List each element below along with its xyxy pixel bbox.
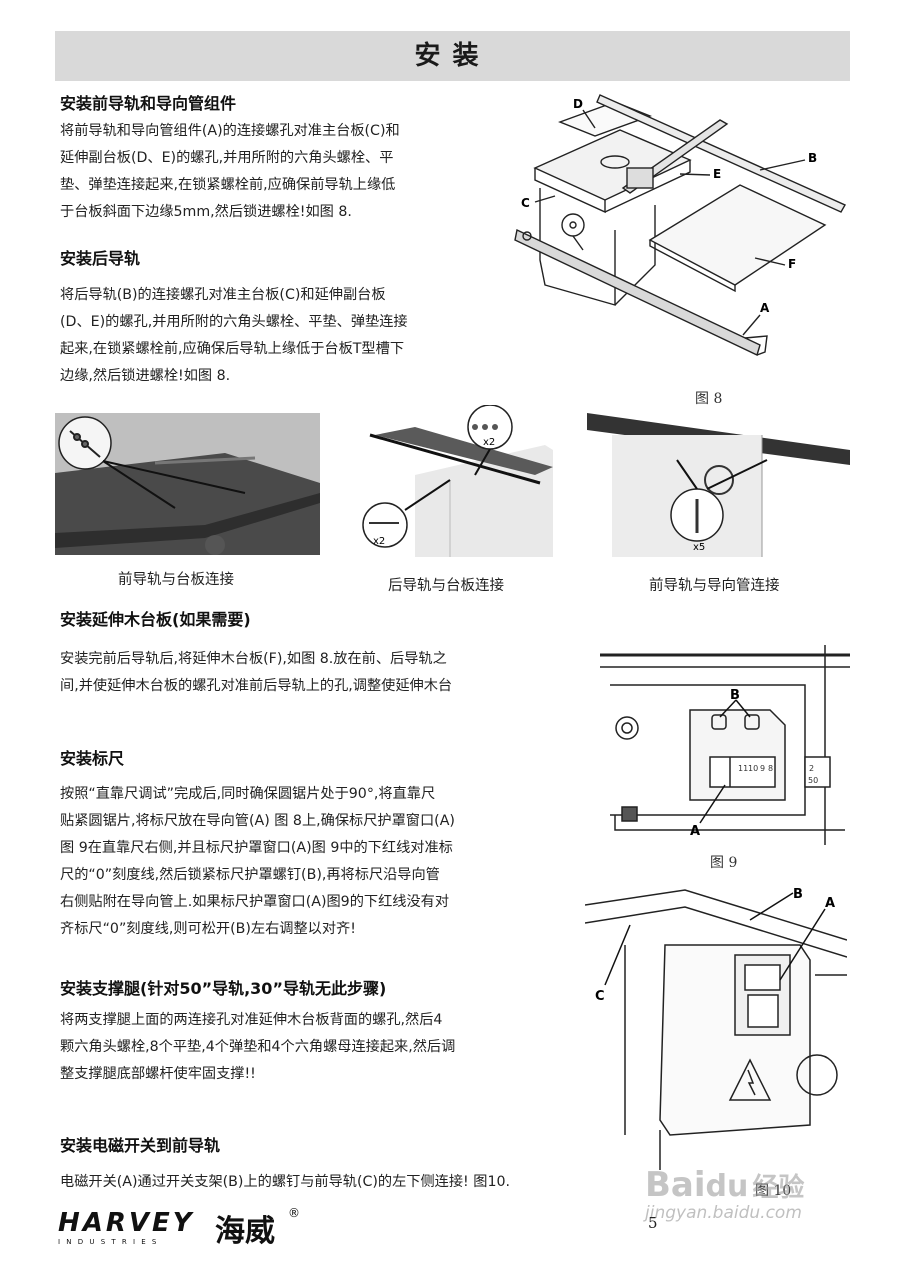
watermark-main: Bai	[645, 1165, 706, 1205]
fig10-label-a: A	[825, 896, 835, 911]
heading-legs: 安装支撑腿(针对50”导轨,30”导轨无此步骤)	[60, 979, 387, 998]
brand-name: HARVEY	[58, 1208, 195, 1238]
text-line: 整支撑腿底部螺杆使牢固支撑!!	[60, 1066, 256, 1082]
fig8-label-e: E	[713, 167, 721, 181]
page-title-bar: 安装	[55, 31, 850, 81]
heading-rear-rail: 安装后导轨	[60, 249, 141, 268]
brand-sub: I N D U S T R I E S	[58, 1238, 159, 1246]
text-line: 尺的“0”刻度线,然后锁紧标尺护罩螺钉(B),再将标尺沿导向管	[60, 867, 440, 883]
fig9-scale-9: 9	[760, 764, 765, 773]
fig9-scale-50: 50	[808, 776, 818, 785]
figure-10-label: 图 10	[755, 1183, 792, 1199]
photo-front-rail-table	[55, 413, 320, 555]
text-line: 将两支撑腿上面的两连接孔对准延伸木台板背面的螺孔,然后4	[60, 1012, 443, 1028]
text-line: 安装完前后导轨后,将延伸木台板(F),如图 8.放在前、后导轨之	[60, 651, 447, 667]
page-title: 安装	[414, 41, 491, 71]
heading-extension: 安装延伸木台板(如果需要)	[60, 610, 251, 629]
fig8-label-a: A	[760, 301, 770, 315]
figure-9-scale-window-diagram: 11 10 9 8 2 50 B A	[600, 645, 850, 845]
text-line: 起来,在锁紧螺栓前,应确保后导轨上缘低于台板T型槽下	[60, 341, 405, 357]
fig9-label-a: A	[690, 824, 700, 839]
para-rear-rail: 将后导轨(B)的连接螺孔对准主台板(C)和延伸副台板 (D、E)的螺孔,并用所附…	[60, 282, 408, 390]
para-legs: 将两支撑腿上面的两连接孔对准延伸木台板背面的螺孔,然后4 颗六角头螺栓,8个平垫…	[60, 1007, 455, 1088]
photo-rear-rail-table: x2 x2	[355, 405, 553, 557]
text-line: 按照“直靠尺调试”完成后,同时确保圆锯片处于90°,将直靠尺	[60, 786, 436, 802]
registered-mark: ®	[288, 1206, 300, 1220]
text-line: 将后导轨(B)的连接螺孔对准主台板(C)和延伸副台板	[60, 287, 386, 303]
figure-8-label: 图 8	[695, 391, 723, 407]
brand-logo: HARVEY I N D U S T R I E S	[58, 1210, 195, 1246]
text-line: 电磁开关(A)通过开关支架(B)上的螺钉与前导轨(C)的左下侧连接! 图10.	[60, 1174, 511, 1190]
text-line: 间,并使延伸木台板的螺孔对准前后导轨上的孔,调整使延伸木台	[60, 678, 453, 694]
photo3-callout: x5	[693, 542, 705, 553]
photo-caption-3: 前导轨与导向管连接	[649, 578, 780, 594]
heading-switch: 安装电磁开关到前导轨	[60, 1136, 221, 1155]
para-scale: 按照“直靠尺调试”完成后,同时确保圆锯片处于90°,将直靠尺 贴紧圆锯片,将标尺…	[60, 781, 455, 943]
fig9-scale-10: 10	[748, 764, 758, 773]
page-number: 5	[648, 1214, 658, 1232]
fig9-scale-8: 8	[768, 764, 773, 773]
photo-caption-1: 前导轨与台板连接	[118, 572, 234, 588]
text-line: 将前导轨和导向管组件(A)的连接螺孔对准主台板(C)和	[60, 123, 400, 139]
photo2-callout-top: x2	[483, 437, 495, 448]
figure-9-label: 图 9	[710, 855, 738, 871]
fig9-scale-11: 11	[738, 764, 748, 773]
fig9-scale-2: 2	[809, 764, 814, 773]
watermark-url: jingyan.baidu.com	[645, 1203, 802, 1223]
figure-8-table-saw-diagram: D B E C F A	[514, 94, 846, 356]
heading-front-rail: 安装前导轨和导向管组件	[60, 94, 237, 113]
para-extension: 安装完前后导轨后,将延伸木台板(F),如图 8.放在前、后导轨之 间,并使延伸木…	[60, 646, 452, 700]
para-front-rail: 将前导轨和导向管组件(A)的连接螺孔对准主台板(C)和 延伸副台板(D、E)的螺…	[60, 118, 400, 226]
para-switch: 电磁开关(A)通过开关支架(B)上的螺钉与前导轨(C)的左下侧连接! 图10.	[60, 1169, 510, 1196]
watermark-paw-icon: du	[705, 1169, 749, 1204]
photo-front-rail-tube: x5	[587, 405, 850, 557]
photo-caption-2: 后导轨与台板连接	[388, 578, 504, 594]
fig10-label-b: B	[793, 887, 803, 902]
figure-10-magnetic-switch-diagram: B A C	[585, 887, 847, 1170]
text-line: 贴紧圆锯片,将标尺放在导向管(A) 图 8上,确保标尺护罩窗口(A)	[60, 813, 455, 829]
text-line: 边缘,然后锁进螺栓!如图 8.	[60, 368, 231, 384]
fig10-label-c: C	[595, 989, 605, 1004]
text-line: 图 9在直靠尺右侧,并且标尺护罩窗口(A)图 9中的下红线对准标	[60, 840, 453, 856]
text-line: (D、E)的螺孔,并用所附的六角头螺栓、平垫、弹垫连接	[60, 314, 408, 330]
fig8-label-d: D	[573, 97, 583, 111]
photo2-callout-bottom: x2	[373, 536, 385, 547]
text-line: 延伸副台板(D、E)的螺孔,并用所附的六角头螺栓、平	[60, 150, 394, 166]
fig9-label-b: B	[730, 688, 740, 703]
text-line: 右侧贴附在导向管上.如果标尺护罩窗口(A)图9的下红线没有对	[60, 894, 450, 910]
fig8-label-c: C	[521, 196, 530, 210]
brand-cn: 海威	[215, 1214, 275, 1249]
text-line: 垫、弹垫连接起来,在锁紧螺栓前,应确保前导轨上缘低	[60, 177, 396, 193]
text-line: 颗六角头螺栓,8个平垫,4个弹垫和4个六角螺母连接起来,然后调	[60, 1039, 456, 1055]
fig8-label-f: F	[788, 257, 796, 271]
text-line: 齐标尺“0”刻度线,则可松开(B)左右调整以对齐!	[60, 921, 356, 937]
fig8-label-b: B	[808, 151, 817, 165]
heading-scale: 安装标尺	[60, 749, 125, 768]
watermark-cn: 经验	[752, 1173, 805, 1203]
text-line: 于台板斜面下边缘5mm,然后锁进螺栓!如图 8.	[60, 204, 352, 220]
